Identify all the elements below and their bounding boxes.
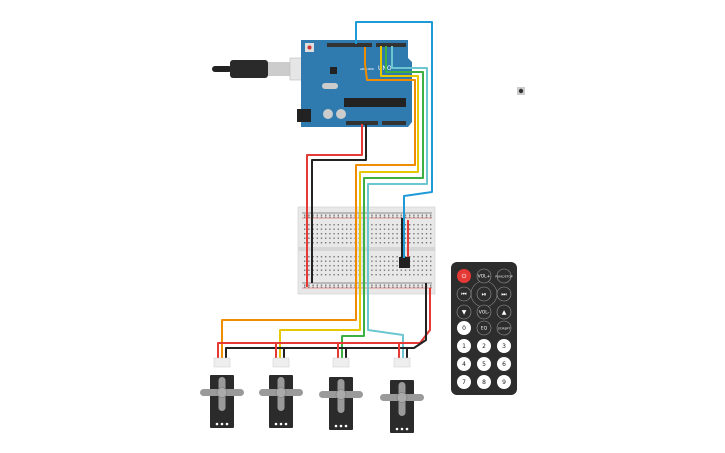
down-icon: ▼ (462, 309, 467, 316)
ir-receiver-sensor[interactable] (399, 257, 410, 268)
remote-button-eq[interactable]: EQ (476, 320, 492, 336)
remote-button-label: 2 (482, 343, 486, 350)
arduino-uno-board[interactable]: ARDUINO UNO (297, 40, 412, 127)
remote-button-label: 3 (502, 343, 506, 350)
servo-3[interactable] (319, 357, 363, 430)
remote-button-vol-[interactable]: VOL- (476, 304, 492, 320)
power-icon: ⏻ (462, 273, 467, 280)
pushbutton[interactable] (517, 87, 525, 95)
up-icon: ▲ (502, 309, 507, 316)
remote-button-label: 9 (502, 379, 506, 386)
remote-button-label: 6 (502, 361, 506, 368)
arduino-brand: ARDUINO (360, 67, 375, 71)
servo-motors (200, 357, 424, 433)
remote-button-1[interactable]: 1 (457, 339, 471, 353)
remote-button-vol+[interactable]: VOL+ (476, 268, 492, 284)
remote-button-label: EQ (481, 326, 488, 332)
remote-button-play-pause[interactable]: ⏯ (476, 286, 492, 302)
remote-button-label: 8 (482, 379, 486, 386)
wires[interactable] (217, 21, 433, 358)
ir-remote[interactable]: ⏻ VOL+ FUNC/STOP ⏮ ⏯ ⏭ ▼ VOL- ▲ 0 EQ ST/REPT 1 2 3 4 5 6 7… (451, 262, 517, 395)
remote-button-label: ST/REPT (498, 327, 511, 331)
remote-button-func-stop[interactable]: FUNC/STOP (495, 268, 513, 284)
play-pause-icon: ⏯ (482, 291, 487, 298)
remote-button-8[interactable]: 8 (477, 375, 491, 389)
remote-button-label: 4 (462, 361, 466, 368)
remote-button-previous[interactable]: ⏮ (456, 286, 472, 302)
servo-1[interactable] (200, 357, 244, 428)
remote-button-next[interactable]: ⏭ (496, 286, 512, 302)
remote-button-3[interactable]: 3 (497, 339, 511, 353)
remote-button-6[interactable]: 6 (497, 357, 511, 371)
breadboard[interactable] (297, 206, 436, 295)
remote-button-power[interactable]: ⏻ (457, 269, 471, 283)
remote-button-label: 5 (482, 361, 486, 368)
remote-button-9[interactable]: 9 (497, 375, 511, 389)
remote-button-0[interactable]: 0 (457, 321, 471, 335)
remote-button-down[interactable]: ▼ (456, 304, 472, 320)
remote-button-label: VOL- (479, 310, 490, 316)
remote-button-label: 1 (462, 343, 466, 350)
servo-4[interactable] (380, 357, 424, 433)
remote-button-5[interactable]: 5 (477, 357, 491, 371)
remote-button-st-rept[interactable]: ST/REPT (496, 320, 512, 336)
remote-button-7[interactable]: 7 (457, 375, 471, 389)
remote-button-label: 7 (462, 379, 466, 386)
previous-icon: ⏮ (461, 291, 467, 298)
next-icon: ⏭ (501, 291, 507, 298)
arduino-model: UNO (378, 65, 392, 72)
remote-button-label: 0 (462, 325, 466, 332)
remote-button-2[interactable]: 2 (477, 339, 491, 353)
servo-2[interactable] (259, 357, 303, 428)
remote-button-4[interactable]: 4 (457, 357, 471, 371)
remote-button-up[interactable]: ▲ (496, 304, 512, 320)
remote-button-label: FUNC/STOP (495, 275, 512, 279)
usb-cable[interactable] (212, 57, 313, 81)
remote-button-label: VOL+ (478, 274, 491, 280)
